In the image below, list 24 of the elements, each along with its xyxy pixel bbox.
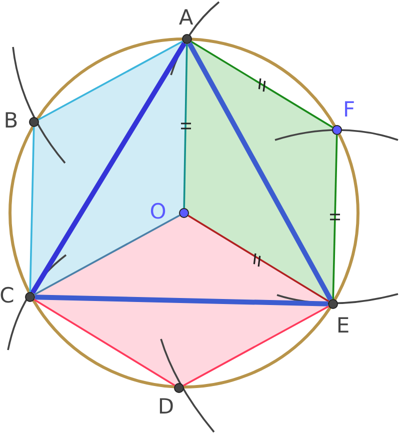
point-marker — [332, 125, 342, 135]
line-segment — [34, 214, 180, 296]
line-segment — [188, 214, 330, 302]
point-label: E — [336, 316, 350, 336]
line-segment — [34, 298, 176, 386]
line-segment — [332, 134, 338, 300]
line-segment — [29, 126, 35, 292]
line-segment — [190, 40, 334, 128]
line-segment — [38, 40, 184, 120]
line-segment — [34, 294, 328, 306]
point-label: O — [150, 202, 166, 222]
point-marker — [179, 208, 189, 218]
point-label: C — [0, 286, 14, 306]
point-marker — [25, 292, 35, 302]
point-marker — [182, 34, 192, 44]
point-marker — [328, 299, 338, 309]
point-marker — [29, 117, 39, 127]
line-segment — [183, 44, 188, 208]
point-label: D — [158, 396, 174, 418]
point-label: B — [4, 110, 18, 132]
point-marker — [174, 383, 184, 393]
point-label: A — [178, 8, 194, 28]
point-label: F — [342, 100, 356, 120]
line-segment — [182, 306, 330, 386]
